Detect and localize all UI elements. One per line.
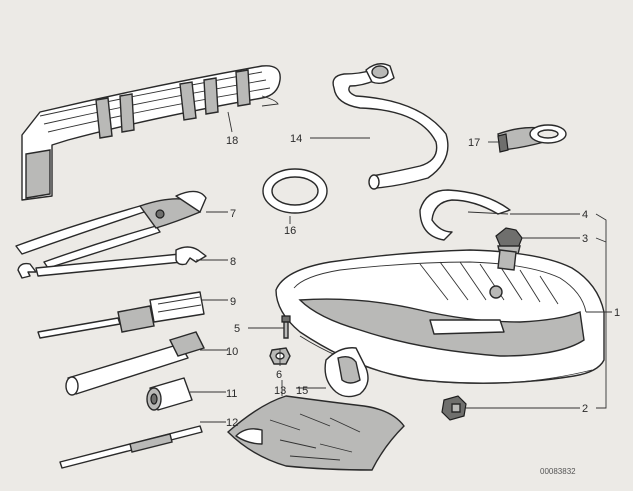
tool-roll-pouch [21,65,281,201]
callout-5: 5 [234,323,240,335]
drawing-number: 00083832 [540,467,576,476]
spark-plug-socket [65,331,205,396]
callout-6: 6 [276,369,282,381]
wrench-holder [324,347,369,398]
tool-mat-cloth [226,395,405,471]
retaining-clip [419,189,511,241]
callout-1: 1 [614,307,620,319]
callout-12: 12 [226,417,238,429]
callout-4: 4 [582,209,588,221]
callout-16: 16 [284,225,296,237]
retaining-plug [441,395,467,421]
callout-3: 3 [582,233,588,245]
callout-9: 9 [230,296,236,308]
screwdriver [37,291,205,339]
callout-10: 10 [226,346,238,358]
towing-eye [497,124,567,153]
screwdriver-blade [59,425,203,469]
callout-13: 13 [274,385,286,397]
callout-2: 2 [582,403,588,415]
open-end-wrench [17,246,207,279]
callout-14: 14 [290,133,302,145]
callout-18: 18 [226,135,238,147]
socket-insert [146,377,193,411]
callout-8: 8 [230,256,236,268]
callout-15: 15 [296,385,308,397]
pliers [15,190,207,269]
callout-7: 7 [230,208,236,220]
callout-11: 11 [226,388,237,400]
fastening-bolt [281,315,291,339]
sealing-ring [262,168,328,214]
wheel-nut-wrench [332,63,449,190]
callout-leaders [190,111,612,423]
callout-17: 17 [468,137,480,149]
